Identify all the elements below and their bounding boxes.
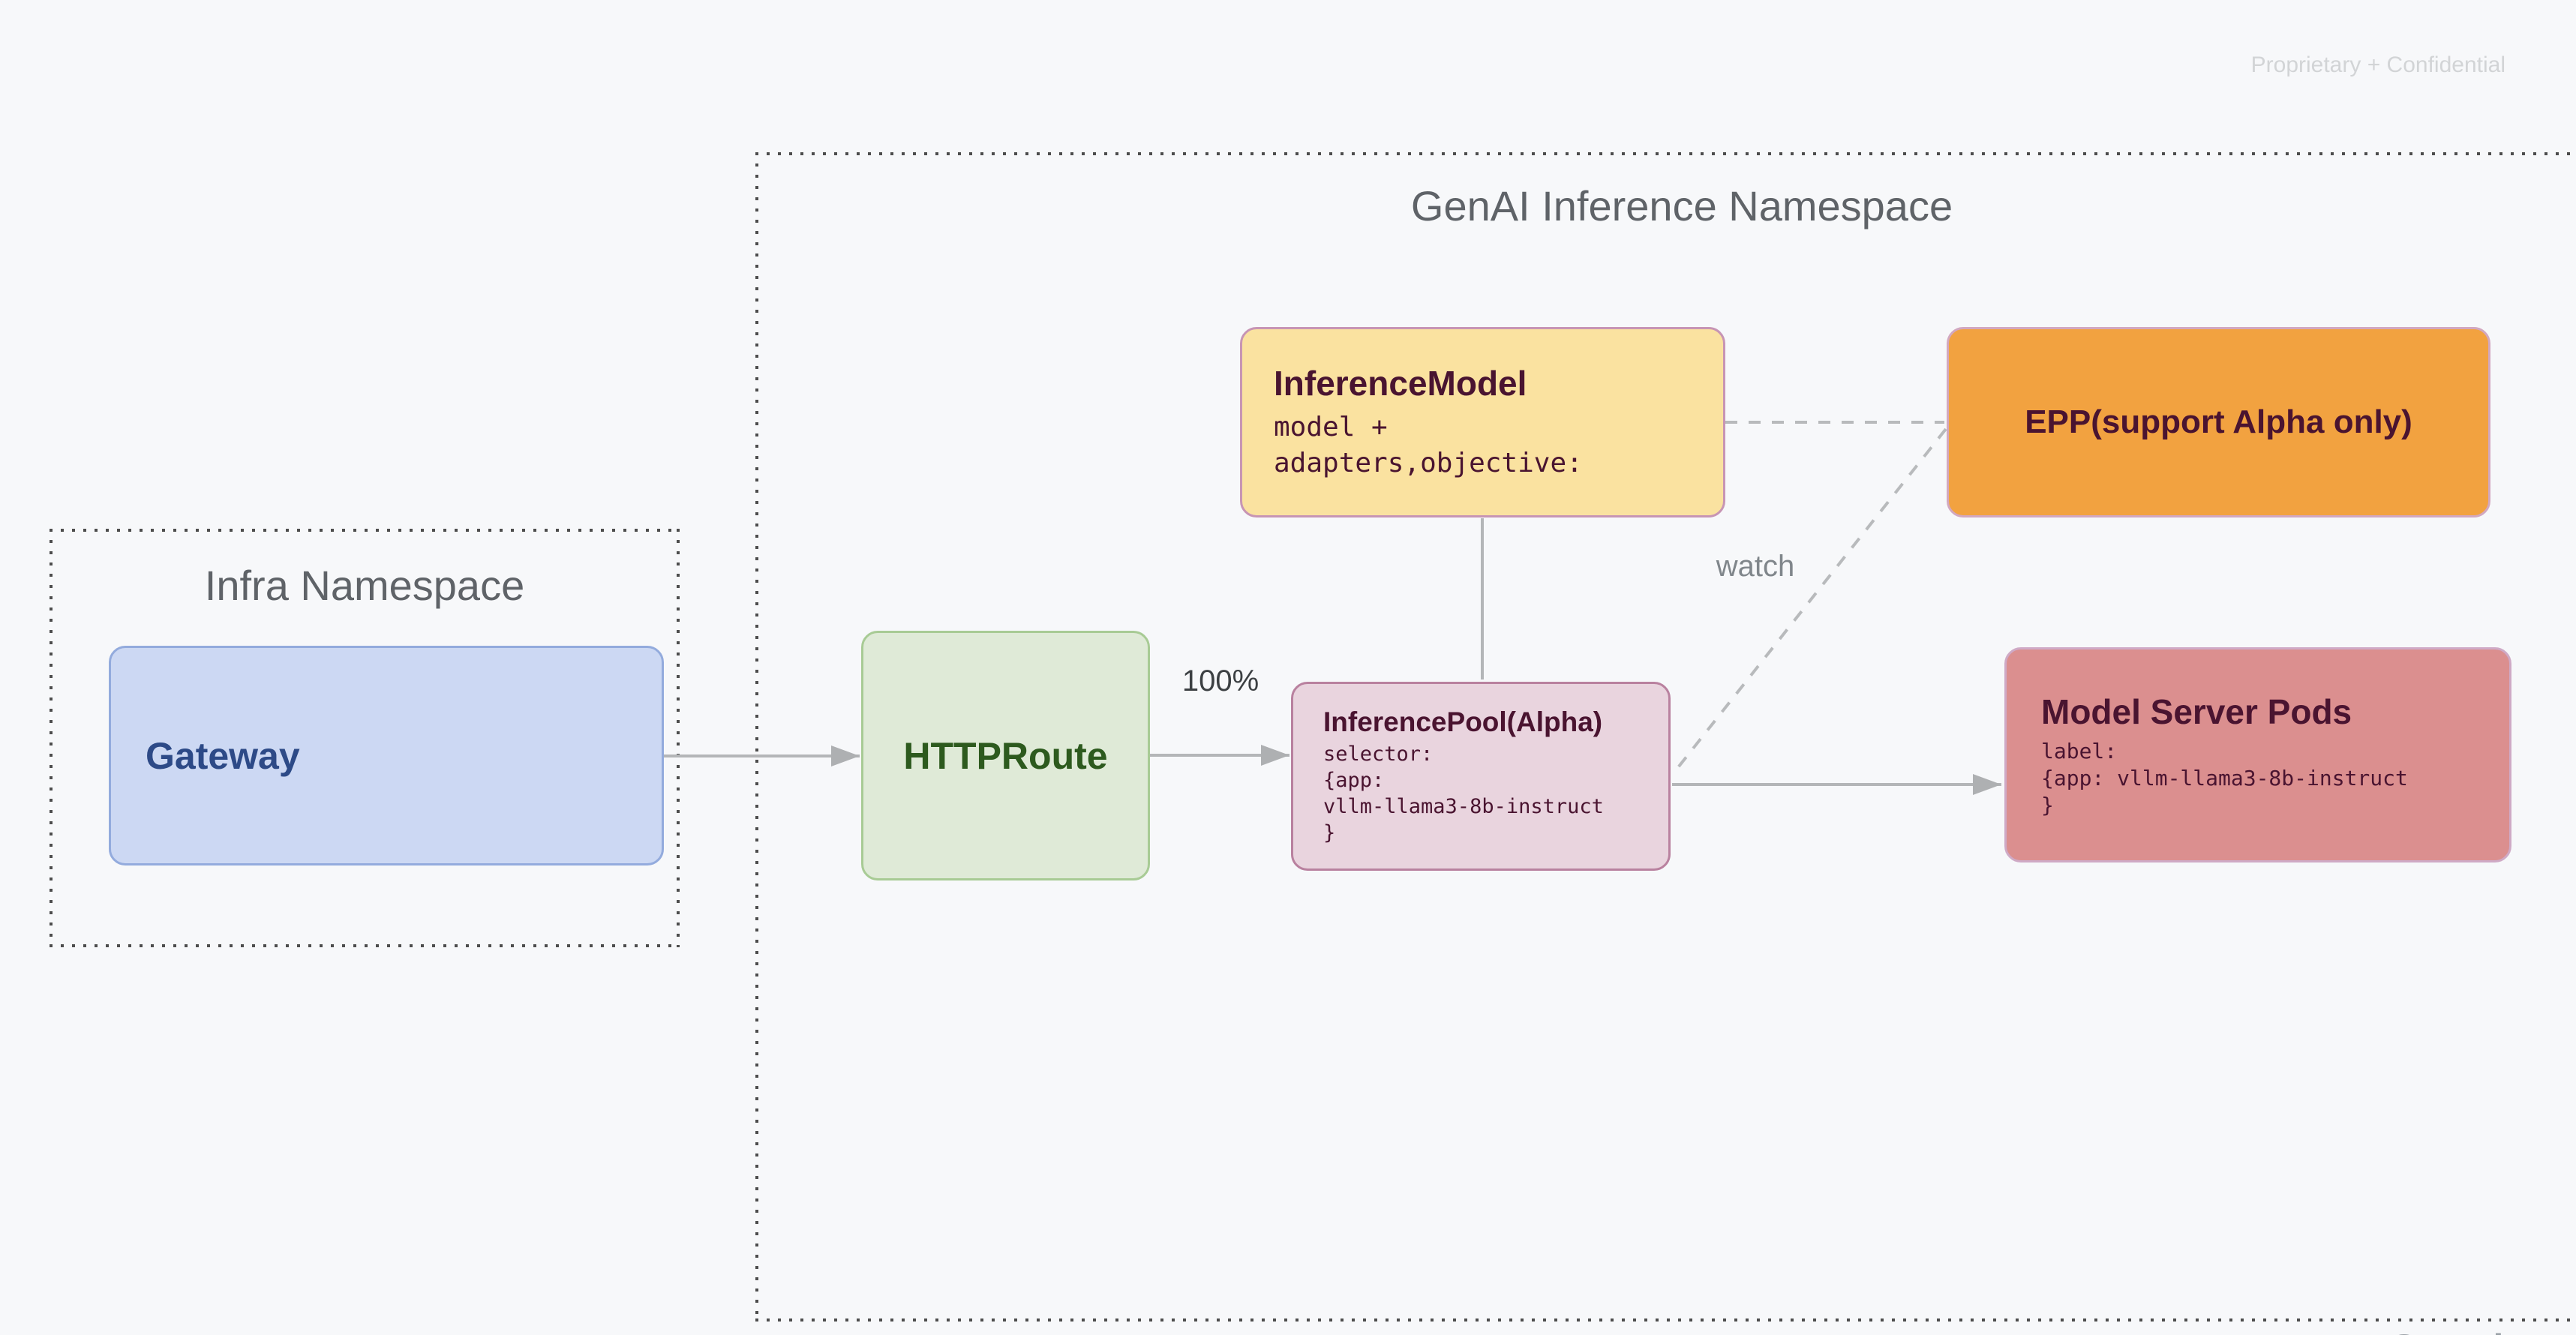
httproute-node: HTTPRoute	[861, 631, 1150, 880]
confidential-note: Proprietary + Confidential	[2250, 52, 2505, 77]
model-server-pods-spec: label: {app: vllm-llama3-8b-instruct }	[2041, 738, 2408, 818]
genai-namespace-box	[755, 152, 2576, 1322]
infra-namespace-title: Infra Namespace	[204, 562, 525, 609]
infra-border-right	[677, 529, 680, 947]
inference-pool-spec: selector: {app: vllm-llama3-8b-instruct …	[1323, 742, 1604, 844]
infra-namespace-box	[50, 529, 680, 947]
traffic-split-label: 100%	[1181, 664, 1259, 698]
genai-border-top	[755, 152, 2576, 155]
epp-title: EPP(support Alpha only)	[2025, 404, 2412, 440]
inference-model-node: InferenceModel model + adapters,objectiv…	[1240, 327, 1725, 518]
gateway-title: Gateway	[146, 734, 300, 777]
epp-node: EPP(support Alpha only)	[1947, 327, 2490, 518]
inference-model-spec: model + adapters,objective:	[1274, 412, 1583, 478]
genai-border-bottom	[755, 1318, 2576, 1322]
google-logo: Google	[2389, 1326, 2527, 1335]
watch-label: watch	[1716, 550, 1795, 583]
inference-pool-node: InferencePool(Alpha) selector: {app: vll…	[1291, 682, 1671, 871]
model-server-pods-title: Model Server Pods	[2041, 692, 2352, 731]
infra-border-top	[50, 529, 680, 532]
infra-border-left	[50, 529, 53, 947]
model-server-pods-node: Model Server Pods label: {app: vllm-llam…	[2004, 647, 2511, 862]
httproute-title: HTTPRoute	[903, 734, 1108, 777]
inference-pool-title: InferencePool(Alpha)	[1323, 706, 1603, 737]
genai-namespace-title: GenAI Inference Namespace	[1410, 182, 1953, 230]
gateway-node: Gateway	[109, 646, 664, 866]
inference-model-title: InferenceModel	[1274, 364, 1527, 403]
infra-border-bottom	[50, 944, 680, 947]
genai-border-left	[755, 152, 758, 1322]
